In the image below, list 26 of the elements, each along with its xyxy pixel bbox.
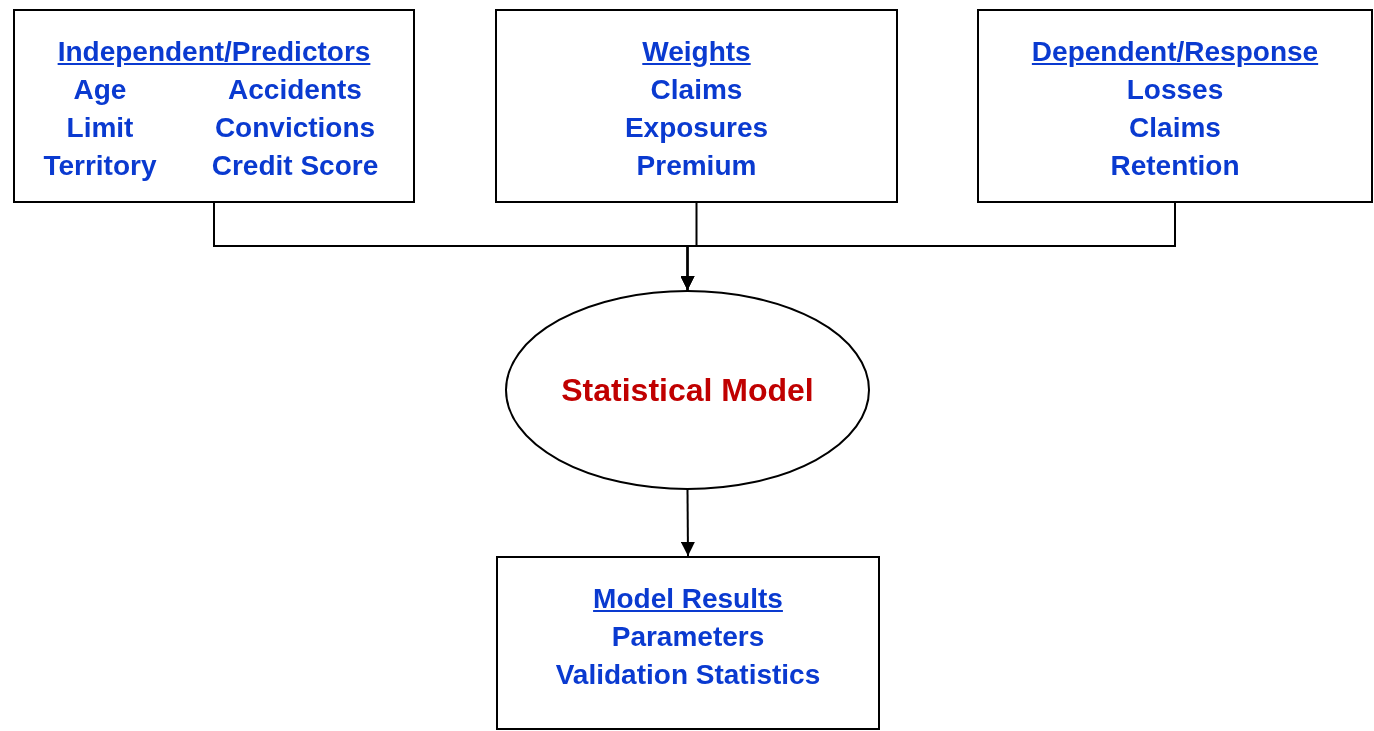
item-label: Credit Score: [210, 149, 380, 183]
box-heading: Weights: [641, 35, 752, 69]
item-label: Exposures: [623, 111, 770, 145]
connector-arrow: [680, 202, 1176, 291]
item-label: Claims: [649, 73, 744, 107]
item-label: Claims: [1128, 111, 1222, 145]
model-ellipse: [505, 290, 870, 490]
item-label: Limit: [65, 111, 135, 145]
connector-arrow: [680, 489, 695, 557]
model-label: Statistical Model: [561, 371, 814, 409]
item-label: Validation Statistics: [554, 658, 822, 692]
box-heading: Independent/Predictors: [56, 35, 372, 69]
item-label: Parameters: [610, 620, 766, 654]
text-box: [13, 9, 415, 203]
text-box: [977, 9, 1373, 203]
box-heading: Model Results: [592, 582, 784, 616]
item-label: Age: [72, 73, 128, 107]
item-label: Retention: [1109, 149, 1241, 183]
item-label: Territory: [42, 149, 158, 183]
text-box: [495, 9, 898, 203]
text-box: [496, 556, 880, 730]
item-label: Convictions: [213, 111, 377, 145]
item-label: Accidents: [227, 73, 363, 107]
item-label: Premium: [635, 149, 758, 183]
box-heading: Dependent/Response: [1030, 35, 1320, 69]
item-label: Losses: [1125, 73, 1225, 107]
